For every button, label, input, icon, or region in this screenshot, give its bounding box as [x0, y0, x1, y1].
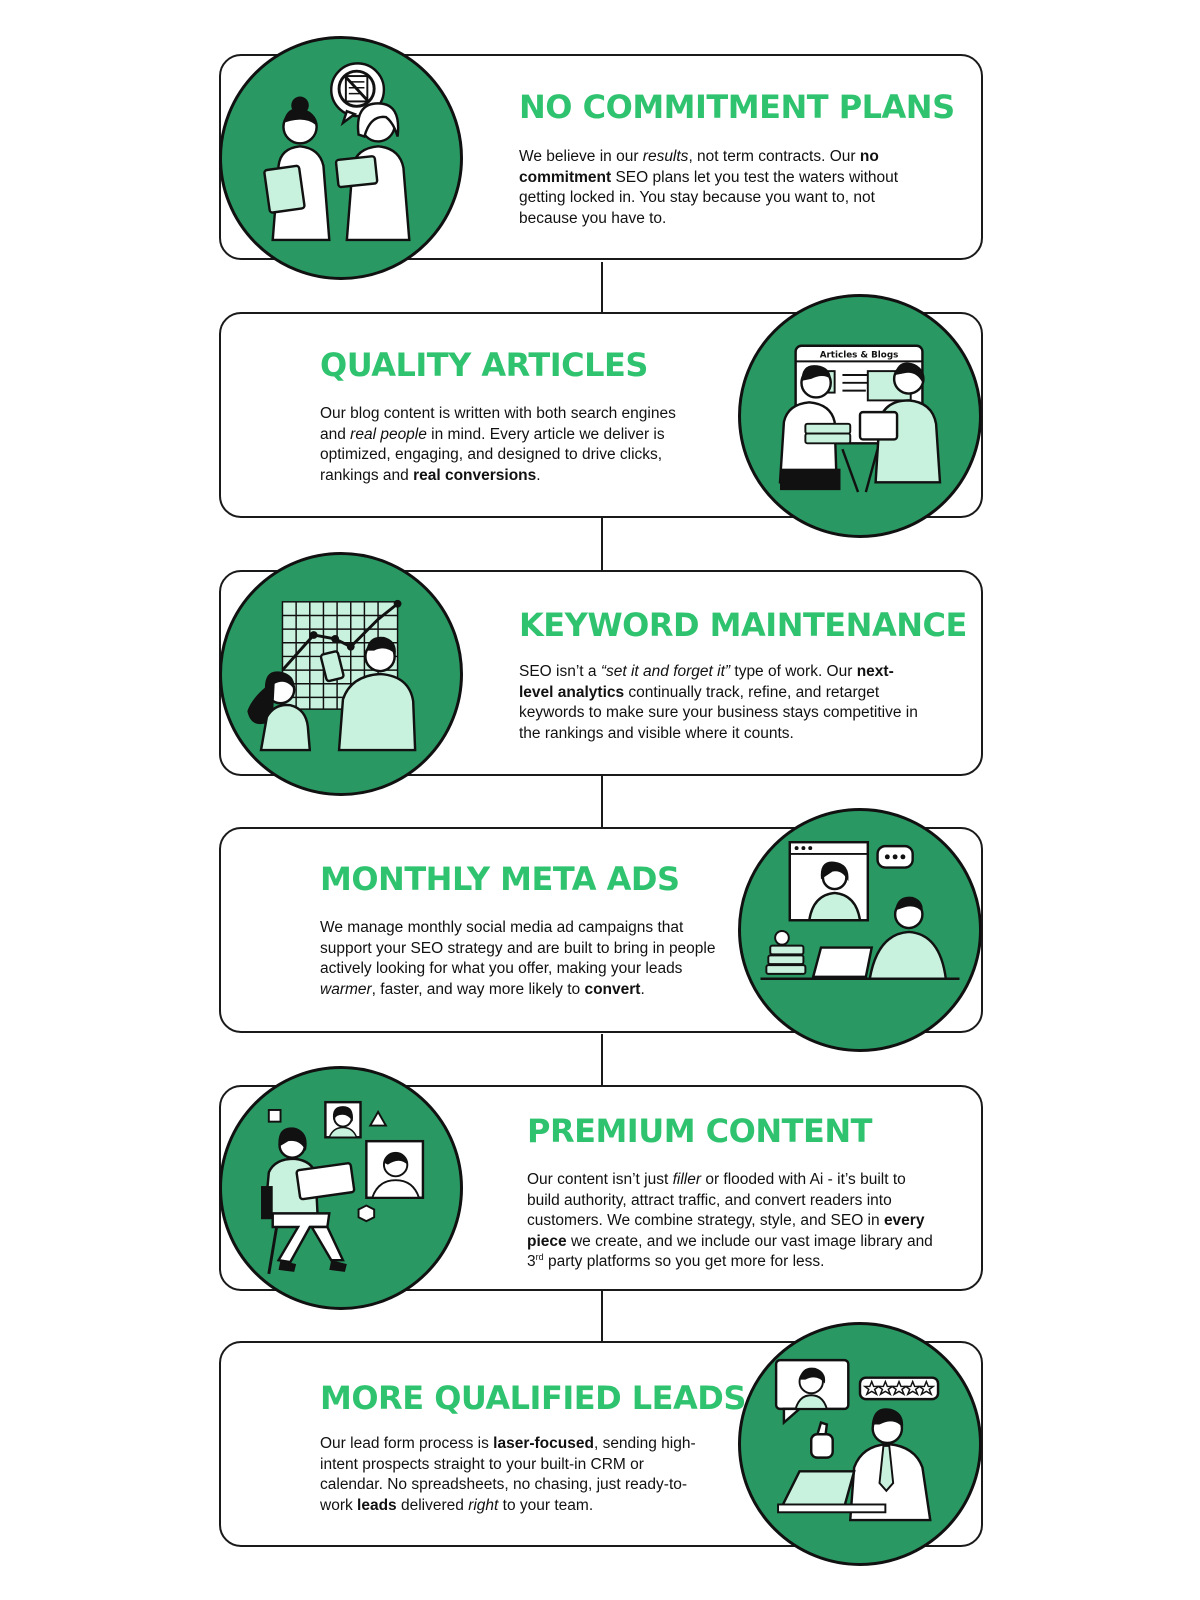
emphasis-bold: real conversions: [413, 466, 537, 484]
emphasis-bold: every piece: [527, 1212, 925, 1250]
text-run: .: [536, 466, 541, 484]
section-body: We manage monthly social media ad campai…: [320, 918, 725, 1000]
section-body: We believe in our results, not term cont…: [519, 147, 899, 229]
leads-rating-icon: [738, 1322, 982, 1566]
articles-blogs-label: Articles & Blogs: [820, 350, 899, 360]
text-run: We manage monthly social media ad campai…: [320, 919, 716, 977]
content-creator-icon: [219, 1066, 463, 1310]
text-run: party platforms so you get more for less…: [543, 1253, 825, 1270]
video-call-laptop-icon: [738, 808, 982, 1052]
connector-line: [601, 776, 603, 828]
emphasis-italic: results: [642, 148, 689, 165]
section-body: SEO isn’t a “set it and forget it” type …: [519, 662, 919, 744]
connector-line: [601, 1290, 603, 1342]
emphasis-bold: no commitment: [519, 148, 879, 186]
two-women-contract-icon: [219, 36, 463, 280]
text-run: Our blog content is written with both se…: [320, 405, 676, 443]
text-run: , not term contracts. Our: [688, 148, 860, 165]
emphasis-bold: convert: [584, 980, 641, 998]
superscript: rd: [535, 1251, 544, 1262]
text-run: , faster, and way more likely to: [371, 980, 585, 998]
emphasis-bold: laser-focused: [493, 1435, 594, 1452]
section-body: Our lead form process is laser-focused, …: [320, 1434, 705, 1516]
emphasis-bold: next-level analytics: [519, 663, 894, 701]
text-run: delivered: [396, 1496, 469, 1514]
text-run: type of work. Our: [730, 663, 857, 680]
section-body: Our content isn’t just filler or flooded…: [527, 1170, 937, 1273]
emphasis-italic: real people: [350, 425, 427, 443]
emphasis-italic: filler: [672, 1171, 702, 1188]
section-title: NO COMMITMENT PLANS: [519, 88, 955, 126]
text-run: SEO plans let you test the waters withou…: [519, 168, 899, 227]
section-title: PREMIUM CONTENT: [527, 1112, 872, 1150]
text-run: , sending high-intent prospects straight…: [320, 1435, 696, 1514]
text-run: Our lead form process is: [320, 1435, 494, 1452]
emphasis-italic: “set it and forget it”: [600, 663, 731, 680]
analytics-chart-icon: [219, 552, 463, 796]
text-run: We believe in our: [519, 148, 643, 165]
text-run: continually track, refine, and retarget …: [519, 683, 918, 742]
text-run: in mind. Every article we deliver is opt…: [320, 425, 665, 484]
text-run: SEO isn’t a: [519, 663, 601, 680]
connector-line: [601, 518, 603, 570]
section-title: KEYWORD MAINTENANCE: [519, 606, 967, 644]
section-body: Our blog content is written with both se…: [320, 404, 685, 486]
text-run: .: [640, 980, 645, 998]
emphasis-bold: leads: [357, 1496, 397, 1514]
articles-blogs-icon: Articles & Blogs: [738, 294, 982, 538]
emphasis-italic: warmer: [320, 980, 372, 998]
section-title: MONTHLY META ADS: [320, 860, 680, 898]
connector-line: [601, 1034, 603, 1086]
section-title: QUALITY ARTICLES: [320, 346, 648, 384]
connector-line: [601, 262, 603, 314]
text-run: we create, and we include our vast image…: [527, 1232, 933, 1271]
text-run: or flooded with Ai - it’s built to build…: [527, 1171, 906, 1229]
emphasis-italic: right: [468, 1496, 499, 1514]
text-run: Our content isn’t just: [527, 1171, 673, 1188]
section-title: MORE QUALIFIED LEADS: [320, 1379, 746, 1417]
text-run: to your team.: [498, 1496, 594, 1514]
